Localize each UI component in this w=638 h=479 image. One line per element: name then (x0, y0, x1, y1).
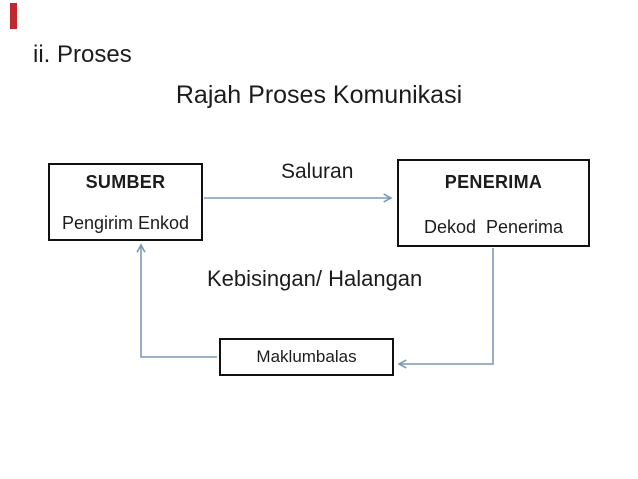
box-sumber: SUMBER Pengirim Enkod (48, 163, 203, 241)
accent-bar (10, 3, 17, 29)
box-penerima-title: PENERIMA (444, 172, 543, 192)
box-maklumbalas-title: Maklumbalas (256, 347, 357, 366)
box-penerima-subtitle: Dekod Penerima (423, 217, 564, 237)
box-sumber-subtitle: Pengirim Enkod (61, 213, 190, 233)
box-maklumbalas: Maklumbalas (219, 338, 394, 376)
diagram-title: Rajah Proses Komunikasi (175, 81, 463, 109)
page-heading: ii. Proses (33, 41, 132, 68)
box-sumber-title: SUMBER (85, 172, 166, 192)
box-penerima: PENERIMA Dekod Penerima (397, 159, 590, 247)
maklumbalas-to-sumber-arrow (141, 245, 217, 358)
label-saluran: Saluran (281, 160, 354, 183)
label-kebisingan: Kebisingan/ Halangan (207, 266, 423, 291)
